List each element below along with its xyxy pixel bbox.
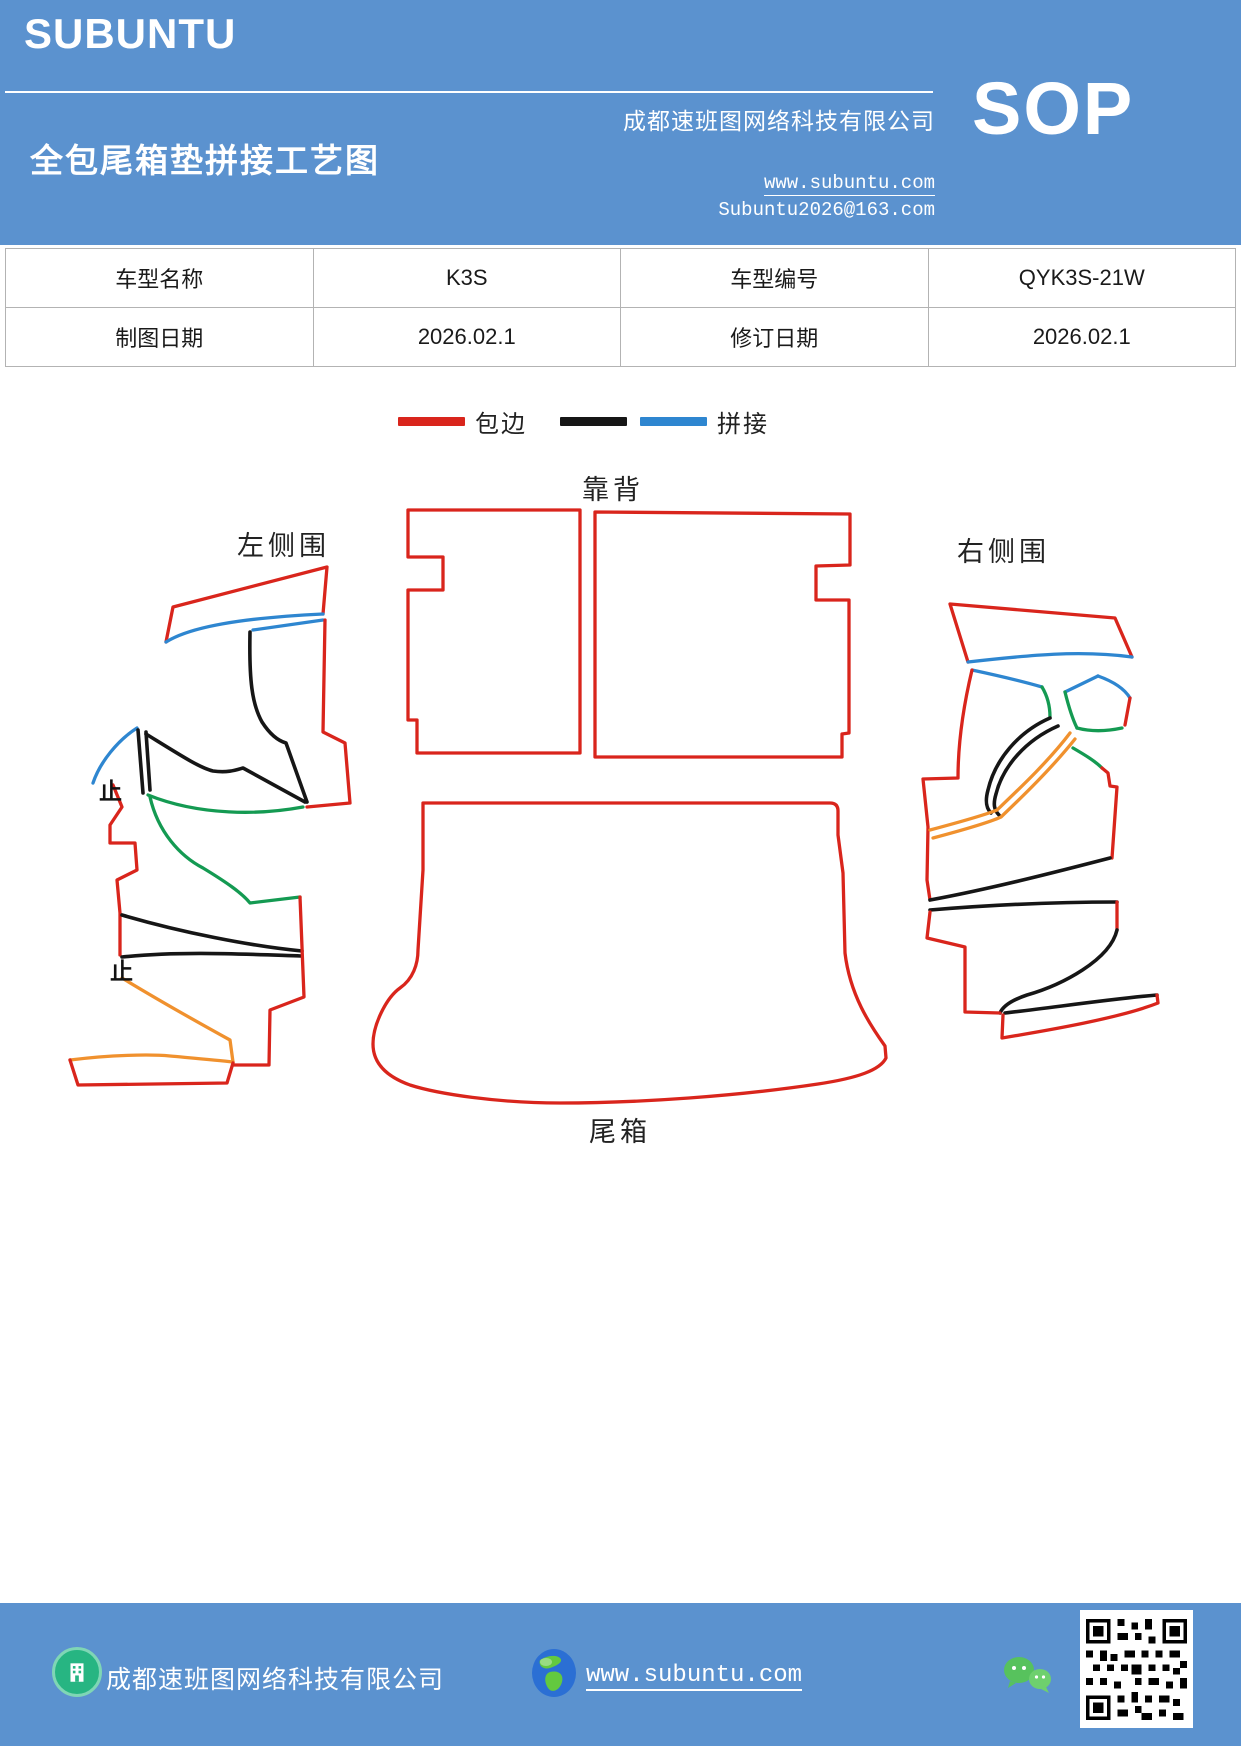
footer-website-link[interactable]: www.subuntu.com [586,1662,803,1691]
qr-code [1080,1610,1193,1728]
company-building-icon [52,1647,102,1697]
revise-date-label: 修订日期 [620,307,929,367]
edge-binding-label: 包边 [475,411,527,438]
building-glyph [70,1663,84,1682]
model-code-label: 车型编号 [620,248,929,308]
stitch-label: 拼接 [717,411,769,438]
stop-mark-2: 止 [110,958,133,984]
footer-company-name: 成都速班图网络科技有限公司 [106,1666,445,1694]
header-email: Subuntu2026@163.com [718,199,935,221]
model-name-value: K3S [312,248,621,308]
stitch-black-swatch [560,417,627,426]
header-website-link[interactable]: www.subuntu.com [763,172,935,196]
legend: 包边 拼接 [398,404,769,439]
left-side-label: 左侧围 [237,531,330,561]
table-row: 制图日期 2026.02.1 修订日期 2026.02.1 [5,307,1236,367]
sop-badge: SOP [972,67,1135,150]
vehicle-info-table: 车型名称 K3S 车型编号 QYK3S-21W 制图日期 2026.02.1 修… [5,248,1236,367]
backrest-label: 靠背 [582,475,644,505]
draw-date-value: 2026.02.1 [312,307,621,367]
header-divider [5,91,933,93]
model-code-value: QYK3S-21W [927,248,1236,308]
trunk-label: 尾箱 [589,1117,651,1147]
header: SUBUNTU 全包尾箱垫拼接工艺图 成都速班图网络科技有限公司 www.sub… [0,0,1241,245]
revise-date-value: 2026.02.1 [927,307,1236,367]
page-title: 全包尾箱垫拼接工艺图 [30,142,380,179]
table-row: 车型名称 K3S 车型编号 QYK3S-21W [5,248,1236,308]
draw-date-label: 制图日期 [5,307,314,367]
header-company-name: 成都速班图网络科技有限公司 [623,108,935,134]
edge-binding-swatch [398,417,465,426]
brand-logo: SUBUNTU [24,10,237,57]
stitch-blue-swatch [640,417,707,426]
wechat-icon [1002,1655,1054,1695]
right-side-label: 右侧围 [957,537,1050,567]
model-name-label: 车型名称 [5,248,314,308]
globe-icon [530,1648,578,1698]
stop-mark-1: 止 [99,778,122,804]
